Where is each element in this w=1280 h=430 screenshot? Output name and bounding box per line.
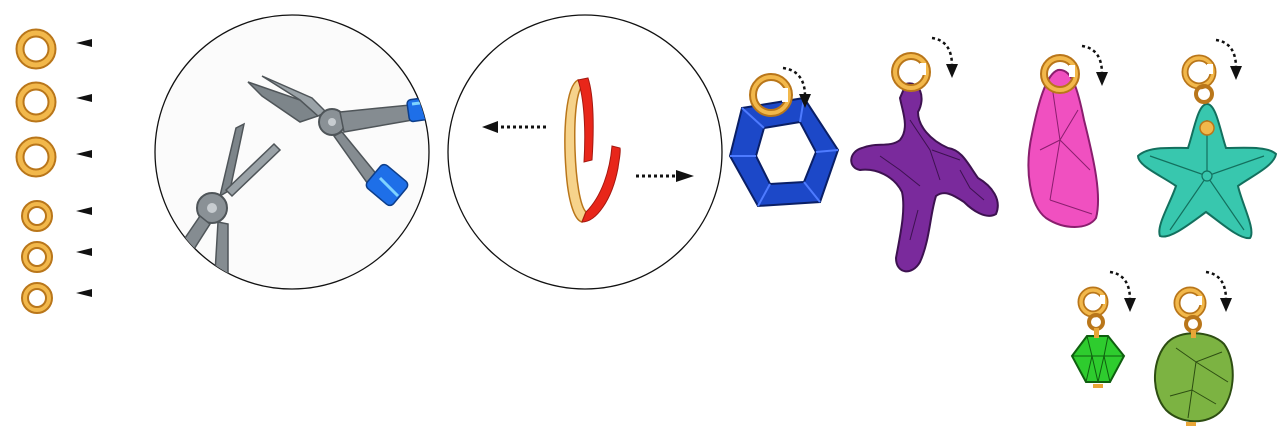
rotate-arrow: [1216, 40, 1236, 68]
green-nugget-icon: [1155, 333, 1233, 426]
pliers-detail: [155, 15, 439, 290]
rotate-arrow: [932, 38, 952, 66]
jump-ring-icon: [25, 204, 49, 228]
attach-green-nugget: [1155, 272, 1233, 426]
jump-ring-icon: [20, 86, 52, 118]
attach-square-bead: [730, 68, 838, 206]
open-ring-detail: [448, 15, 722, 289]
jump-ring-icon: [20, 141, 52, 173]
coral-branch-icon: [851, 83, 998, 271]
jump-ring-icon: [25, 245, 49, 269]
jump-ring-icon: [1177, 290, 1203, 338]
rotate-arrow: [1082, 46, 1102, 74]
rotate-arrow: [1110, 272, 1130, 300]
attach-pink-drop: [1028, 46, 1108, 227]
pointer-arrow-icon: [76, 39, 92, 297]
starfish-icon: [1138, 104, 1276, 238]
square-bead-icon: [730, 98, 838, 206]
jump-ring-icon: [20, 33, 52, 65]
ring-sizes-legend: [20, 33, 92, 310]
rotate-arrow: [1206, 272, 1226, 300]
green-crystal-icon: [1072, 336, 1124, 388]
jump-ring-icon: [1185, 58, 1213, 102]
attach-coral-branch: [851, 38, 998, 271]
attach-starfish: [1138, 40, 1276, 238]
jump-ring-icon: [1081, 290, 1105, 338]
attach-green-crystal: [1072, 272, 1136, 388]
jump-ring-icon: [25, 286, 49, 310]
